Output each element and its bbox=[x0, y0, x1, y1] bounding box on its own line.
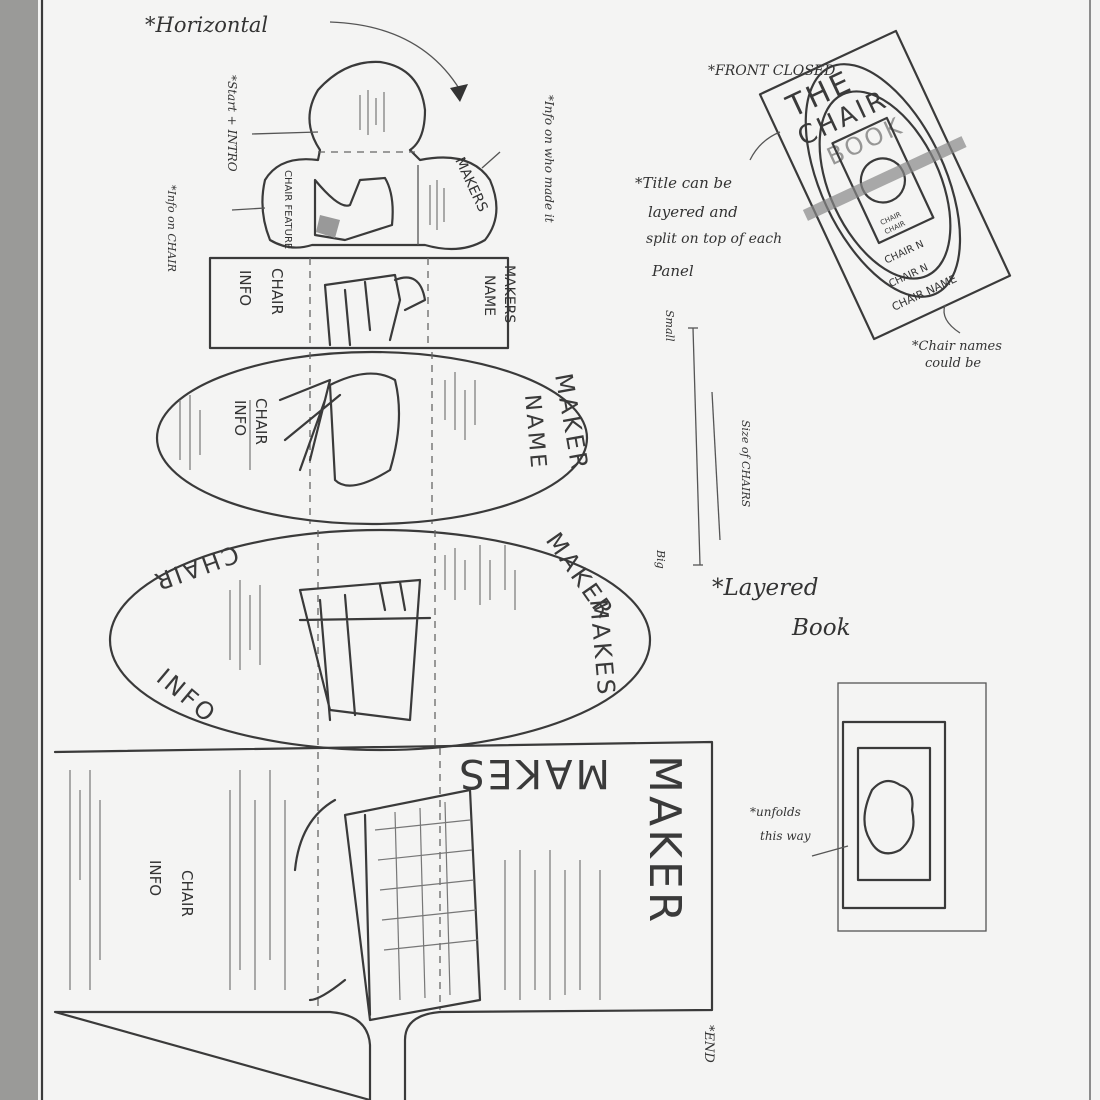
panel-5-right-0: MAKER bbox=[639, 755, 690, 925]
svg-text:could be: could be bbox=[925, 356, 981, 371]
arrow-info-chair bbox=[231, 207, 266, 211]
arrow-chair-names bbox=[943, 304, 961, 334]
arrow-title bbox=[749, 131, 781, 161]
panel-2-left-0: CHAIR bbox=[268, 268, 286, 315]
arrow-unfolds bbox=[811, 845, 849, 857]
unfold-sketch bbox=[837, 682, 987, 932]
size-small-label: Small bbox=[663, 310, 676, 342]
svg-text:*unfolds: *unfolds bbox=[750, 805, 801, 819]
svg-text:split on top of each: split on top of each bbox=[646, 231, 782, 247]
panel-5-left-1: INFO bbox=[146, 860, 164, 896]
page-shadow bbox=[0, 0, 38, 1100]
panel-2-right-0: MAKERS bbox=[501, 265, 517, 323]
panel-2: INFO CHAIR MAKERS NAME bbox=[208, 256, 517, 350]
note-start-intro: *Start + INTRO bbox=[225, 75, 239, 172]
panel-3-left-1: INFO bbox=[231, 400, 249, 436]
svg-text:Book: Book bbox=[791, 615, 851, 641]
arrow-info-maker bbox=[481, 151, 501, 169]
panel-4-left-1: INFO bbox=[151, 663, 222, 729]
panel-3-right-1: NAME bbox=[519, 393, 551, 471]
note-horizontal: *Horizontal bbox=[145, 13, 268, 37]
panel-3-right-0: MAKER bbox=[549, 371, 594, 474]
note-title-layered: *Title can be layered and split on top o… bbox=[635, 174, 782, 280]
size-big-label: Big bbox=[654, 549, 667, 569]
panel-4-right-1: MAKES bbox=[584, 598, 620, 698]
panel-5: INFO CHAIR MAKER MAKES bbox=[53, 740, 714, 1100]
panel-2-right-1: NAME bbox=[481, 275, 497, 316]
panel-5-right-1: MAKES bbox=[456, 750, 610, 796]
note-layered-book: *Layered Book bbox=[712, 575, 851, 641]
panel-4: CHAIR INFO MAKER MAKES bbox=[108, 527, 652, 752]
svg-text:*Chair names: *Chair names bbox=[912, 339, 1002, 354]
top-left-label: CHAIR FEATURE bbox=[282, 170, 293, 249]
top-right-label: MAKERS bbox=[451, 155, 490, 215]
note-end: *END bbox=[701, 1025, 716, 1063]
panel-2-left-1: INFO bbox=[236, 270, 254, 306]
panel-3-left-0: CHAIR bbox=[252, 398, 270, 445]
note-info-maker: *Info on who made it bbox=[542, 95, 556, 223]
horizontal-arrow bbox=[329, 21, 461, 91]
arrowhead-icon bbox=[450, 84, 468, 102]
note-chair-names: *Chair names could be bbox=[912, 339, 1002, 371]
svg-text:Panel: Panel bbox=[651, 262, 694, 280]
size-arrow bbox=[711, 391, 721, 541]
size-of-chairs-label: Size of CHAIRS bbox=[739, 420, 752, 508]
arrow-intro bbox=[251, 131, 319, 135]
cover-name-2: CHAIR N bbox=[883, 239, 926, 267]
panel-5-left-0: CHAIR bbox=[178, 870, 196, 917]
svg-text:layered and: layered and bbox=[648, 203, 738, 221]
note-info-chair: *Info on CHAIR bbox=[165, 185, 178, 272]
panel-4-left-0: CHAIR bbox=[148, 539, 242, 596]
note-unfolds: *unfolds this way bbox=[750, 805, 811, 843]
svg-text:this way: this way bbox=[760, 829, 811, 843]
size-scale-line bbox=[692, 327, 701, 566]
panel-3: INFO CHAIR MAKER NAME bbox=[155, 350, 594, 526]
svg-text:*Layered: *Layered bbox=[712, 575, 818, 601]
svg-text:*Title can be: *Title can be bbox=[635, 174, 732, 192]
